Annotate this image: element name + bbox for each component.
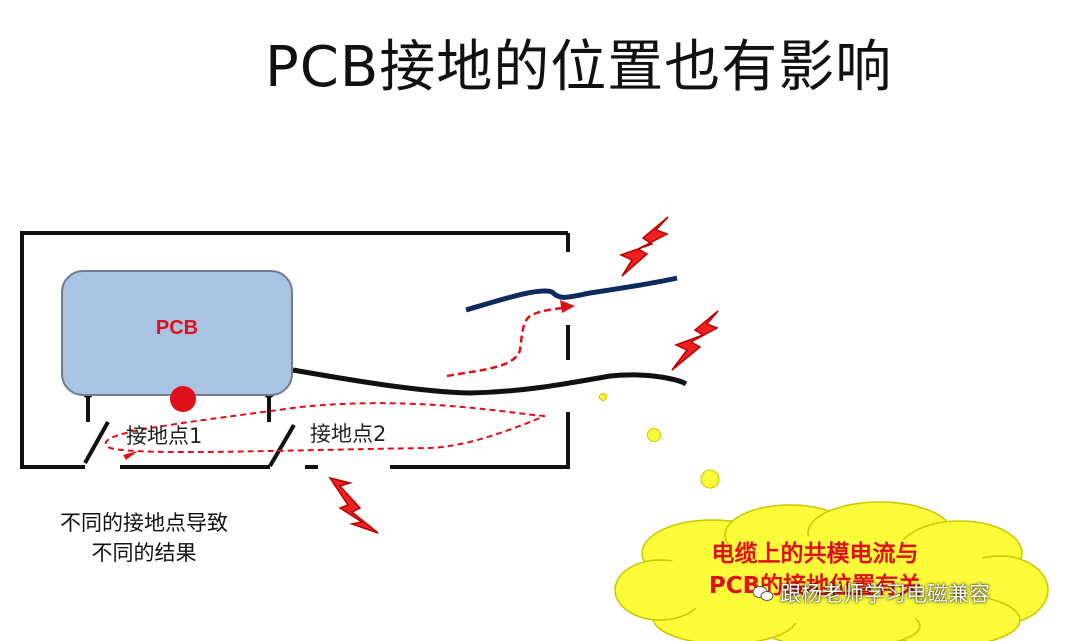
lightning-icon-right (671, 310, 719, 371)
lightning-icon-bottom (328, 476, 379, 534)
caption-line-2: 不同的结果 (91, 541, 197, 565)
ground-point-2-label: 接地点2 (310, 422, 387, 446)
ground-point-marker (170, 386, 196, 412)
callout-cloud (614, 501, 1049, 641)
pcb-label: PCB (155, 317, 199, 339)
ground-switch-2 (268, 423, 296, 468)
cloud-callout-text: 电缆上的共模电流与 PCB的接地位置有关 (640, 538, 990, 602)
enclosure-wall (20, 231, 568, 469)
lightning-icon-top (618, 216, 669, 277)
cable-main (292, 367, 688, 396)
thought-bubble-small (599, 393, 607, 401)
pcb-board: PCB (61, 270, 293, 396)
thought-bubble-medium (647, 428, 661, 442)
coupling-arrow-path (446, 305, 571, 378)
caption-line-1: 不同的接地点导致 (60, 511, 228, 535)
cloud-line-1: 电缆上的共模电流与 (711, 541, 919, 567)
ground-point-1-label: 接地点1 (126, 424, 203, 448)
cloud-line-2: PCB的接地位置有关 (708, 573, 922, 599)
watermark: 跟杨老师学习电磁兼容 (752, 578, 990, 608)
current-loop-arrow (123, 451, 138, 460)
watermark-text: 跟杨老师学习电磁兼容 (780, 582, 990, 606)
ground-switch-1 (83, 421, 110, 464)
cable-upper (465, 275, 678, 313)
current-loop-path (104, 402, 546, 454)
coupling-arrow-head (560, 300, 575, 313)
diagram-caption: 不同的接地点导致 不同的结果 (60, 508, 228, 568)
chat-bubble-icon (752, 586, 774, 601)
page-title: PCB接地的位置也有影响 (265, 35, 893, 100)
enclosure-wall-bottom-far (390, 412, 570, 469)
thought-bubble-large (700, 469, 720, 489)
